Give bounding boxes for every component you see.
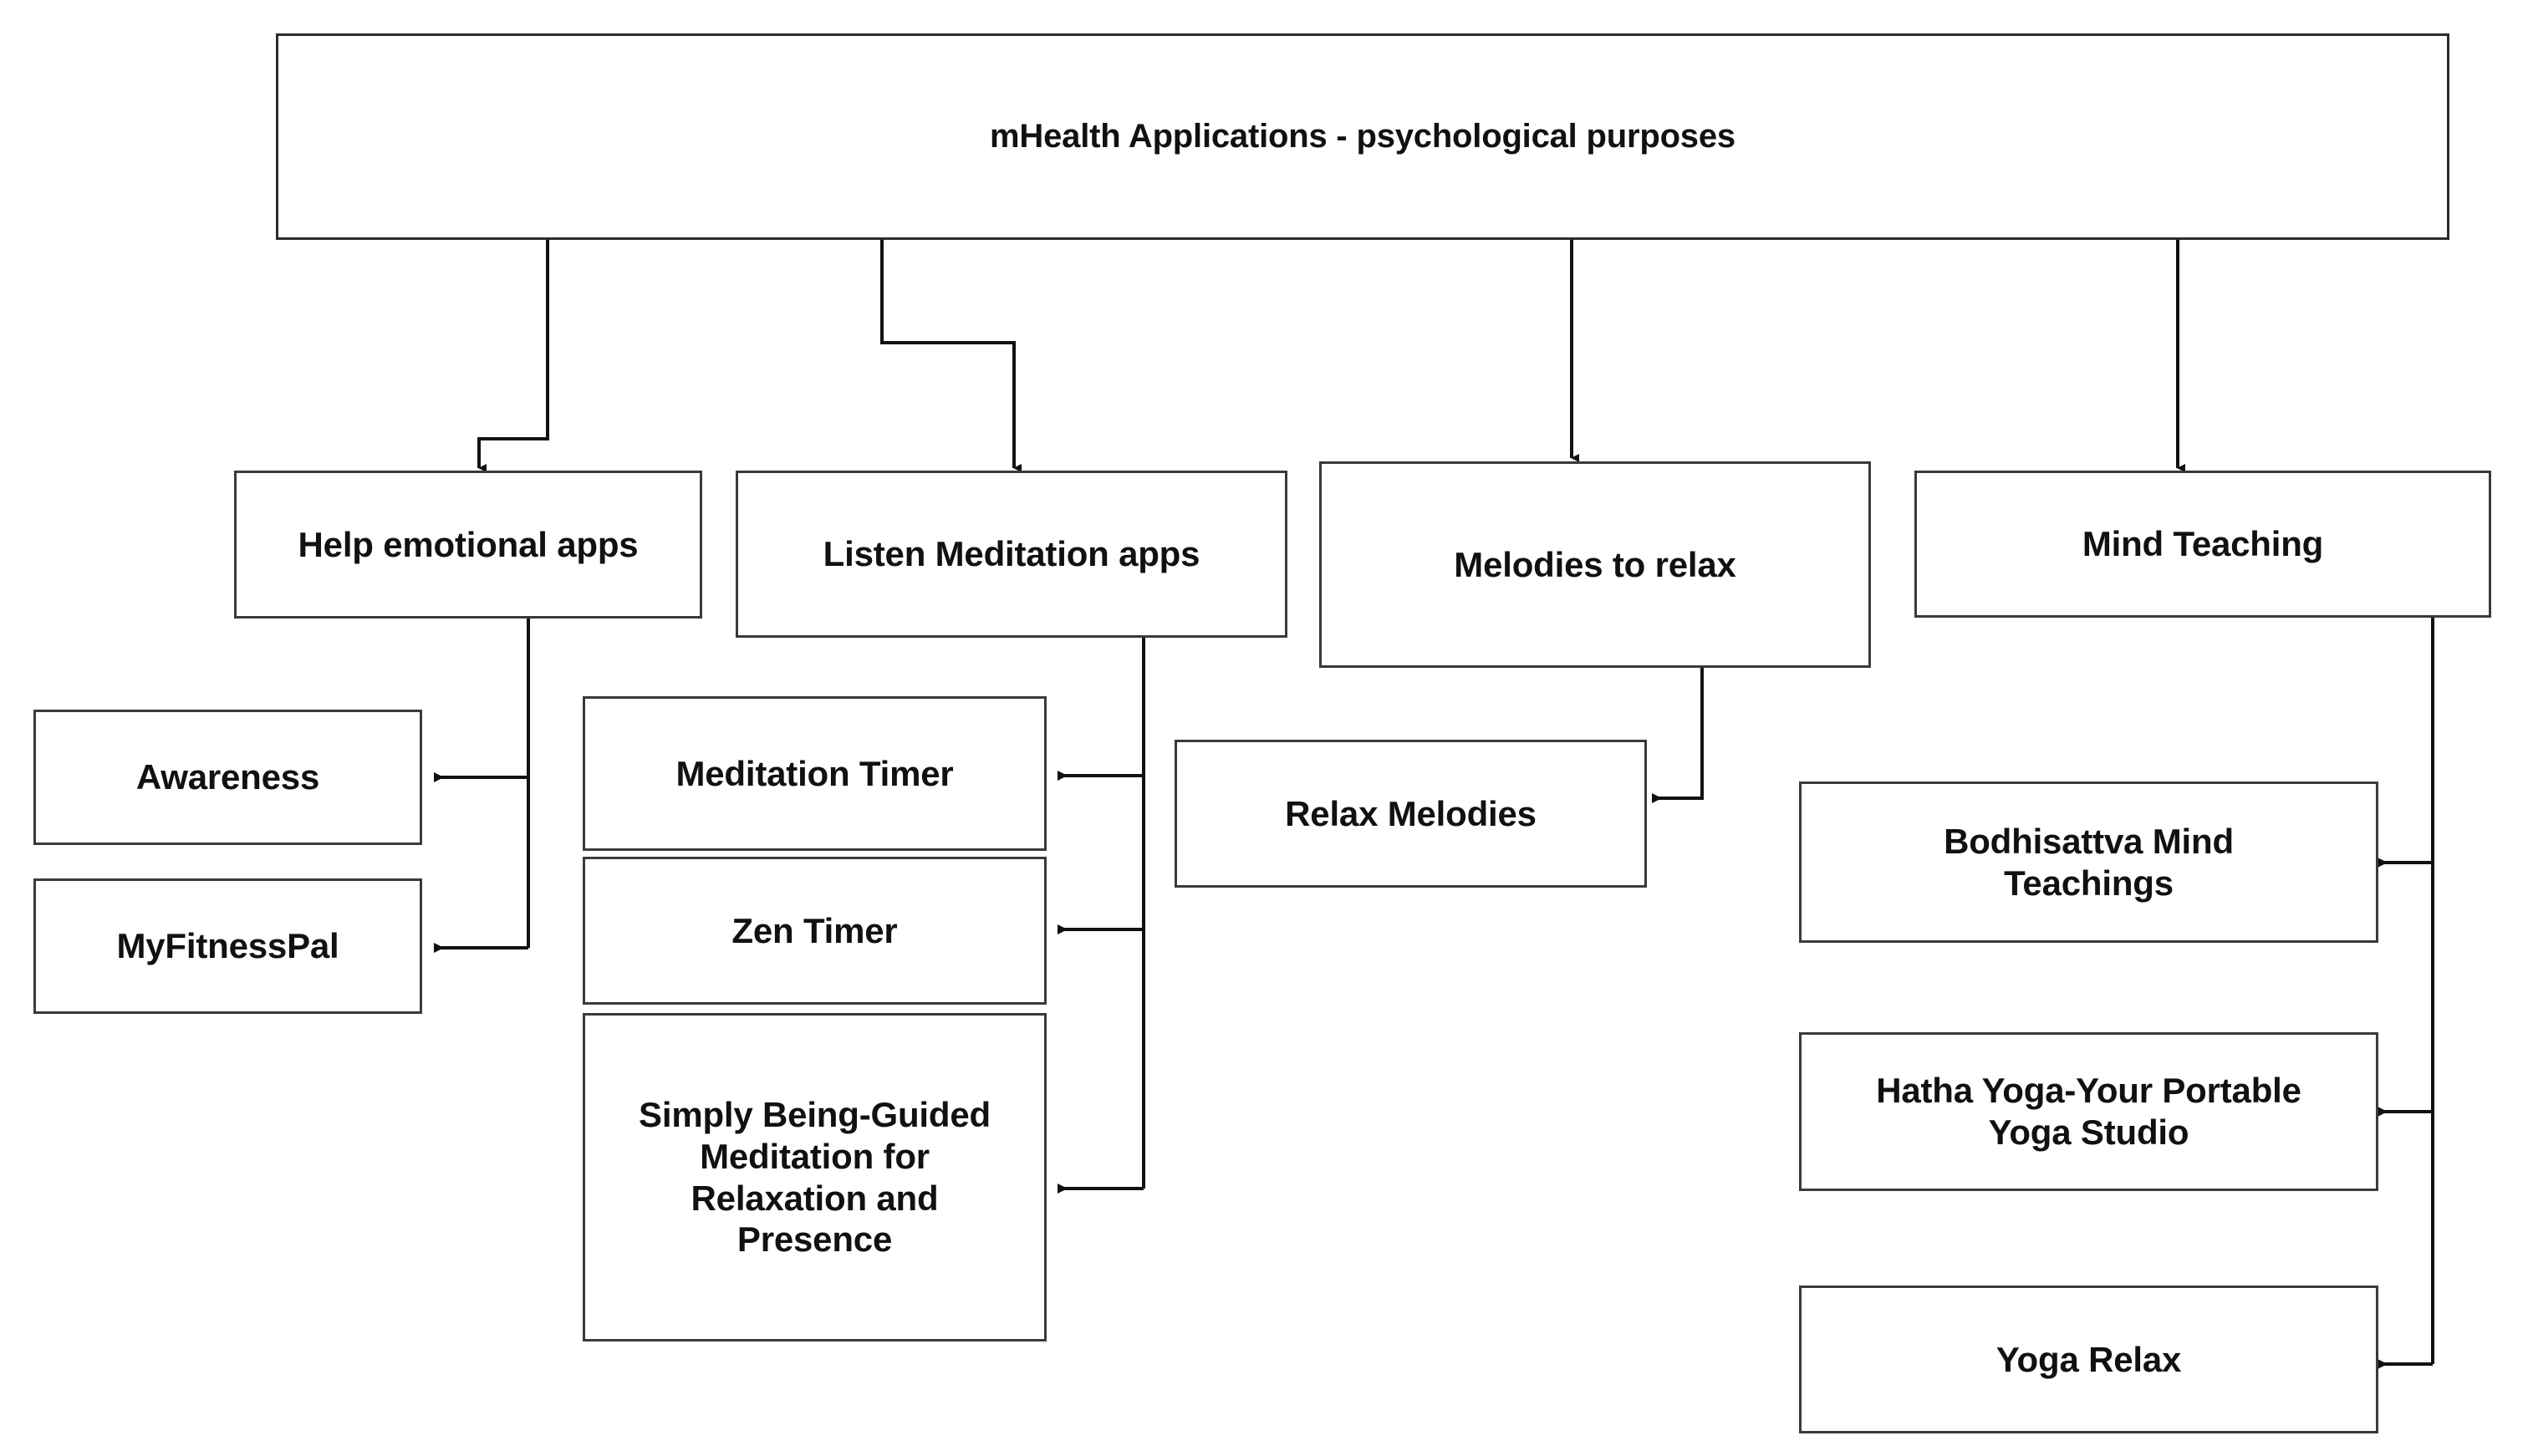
- node-bodhisattva-mind-teachings[interactable]: Bodhisattva Mind Teachings: [1799, 781, 2378, 943]
- node-hatha-yoga-label: Hatha Yoga-Your Portable Yoga Studio: [1876, 1071, 2301, 1152]
- node-bodhisattva-mind-teachings-label: Bodhisattva Mind Teachings: [1944, 821, 2234, 903]
- edge-root-to-listen-meditation-apps: [880, 240, 1022, 472]
- edge-root-to-help-emotional-apps: [477, 240, 549, 472]
- node-root-label: mHealth Applications - psychological pur…: [990, 117, 1735, 155]
- edge-help-emotional-apps-children: [434, 619, 530, 953]
- node-zen-timer[interactable]: Zen Timer: [583, 857, 1047, 1005]
- node-zen-timer-label: Zen Timer: [731, 910, 898, 950]
- node-mind-teaching[interactable]: Mind Teaching: [1914, 471, 2491, 618]
- node-mind-teaching-label: Mind Teaching: [2082, 524, 2324, 564]
- node-relax-melodies-label: Relax Melodies: [1285, 793, 1537, 833]
- node-melodies-to-relax[interactable]: Melodies to relax: [1319, 461, 1871, 668]
- node-root[interactable]: mHealth Applications - psychological pur…: [276, 33, 2449, 240]
- node-simply-being[interactable]: Simply Being-Guided Meditation for Relax…: [583, 1013, 1047, 1341]
- node-myfitnesspal-label: MyFitnessPal: [116, 926, 339, 966]
- node-relax-melodies[interactable]: Relax Melodies: [1175, 740, 1647, 888]
- node-simply-being-label: Simply Being-Guided Meditation for Relax…: [639, 1095, 991, 1260]
- node-help-emotional-apps-label: Help emotional apps: [298, 524, 639, 564]
- edge-melodies-to-relax-children: [1652, 667, 1704, 803]
- node-yoga-relax[interactable]: Yoga Relax: [1799, 1285, 2378, 1433]
- node-listen-meditation-apps-label: Listen Meditation apps: [823, 534, 1200, 574]
- node-melodies-to-relax-label: Melodies to relax: [1454, 544, 1736, 584]
- node-yoga-relax-label: Yoga Relax: [1995, 1339, 2182, 1379]
- node-help-emotional-apps[interactable]: Help emotional apps: [234, 471, 702, 619]
- edge-listen-meditation-apps-children: [1058, 637, 1145, 1194]
- node-hatha-yoga[interactable]: Hatha Yoga-Your Portable Yoga Studio: [1799, 1032, 2378, 1191]
- node-awareness[interactable]: Awareness: [33, 710, 422, 845]
- node-awareness-label: Awareness: [135, 757, 320, 797]
- edge-mind-teaching-children: [2378, 617, 2434, 1369]
- node-myfitnesspal[interactable]: MyFitnessPal: [33, 878, 422, 1014]
- node-meditation-timer[interactable]: Meditation Timer: [583, 696, 1047, 851]
- node-meditation-timer-label: Meditation Timer: [675, 753, 954, 793]
- node-listen-meditation-apps[interactable]: Listen Meditation apps: [736, 471, 1287, 638]
